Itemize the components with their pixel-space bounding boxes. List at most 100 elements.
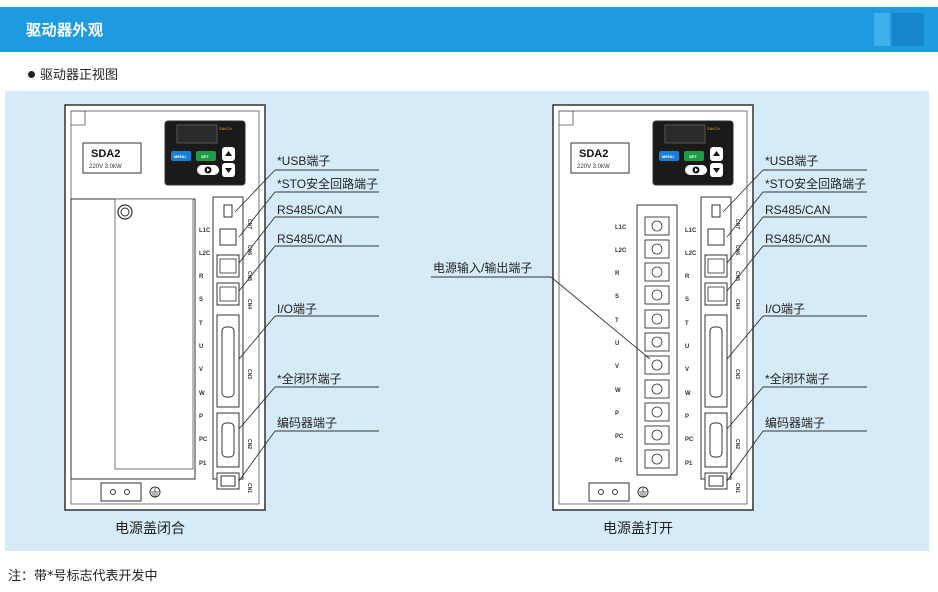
encoder-label: 编码器端子 <box>765 415 825 430</box>
down-arrow-icon <box>225 168 232 173</box>
svg-text:T: T <box>199 321 203 327</box>
svg-text:CN2: CN2 <box>246 439 252 449</box>
svg-text:U: U <box>685 344 689 350</box>
svg-text:CN1: CN1 <box>734 483 740 493</box>
drive-closed: SDA2 220V 3.0kW SAVCh MENU SET L1C <box>64 104 266 511</box>
svg-text:P: P <box>199 414 203 420</box>
svg-text:W: W <box>199 391 205 397</box>
svg-text:P1: P1 <box>685 461 693 467</box>
model-plate: SDA2 220V 3.0kW <box>82 142 142 174</box>
encoder-label: 编码器端子 <box>277 415 337 430</box>
svg-text:V: V <box>199 367 203 373</box>
drive-open: SDA2 220V 3.0kW SAVCh MENU SET <box>552 104 754 511</box>
power-io-label: 电源输入/输出端子 <box>433 260 532 275</box>
svg-text:CN2: CN2 <box>734 439 740 449</box>
svg-text:PC: PC <box>615 434 624 440</box>
set-key-label: SET <box>689 154 697 159</box>
ground-icon <box>637 486 649 498</box>
svg-text:CN3: CN3 <box>246 369 252 379</box>
svg-text:CN3: CN3 <box>734 369 740 379</box>
svg-text:S: S <box>199 297 203 303</box>
model-plate: SDA2 220V 3.0kW <box>570 142 630 174</box>
svg-text:R: R <box>685 274 690 280</box>
caption-closed: 电源盖闭合 <box>115 520 185 536</box>
full-closed-label: *全闭环端子 <box>765 371 830 386</box>
drive-illustration: SDA2 220V 3.0kW SAVCh MENU SET L1C <box>64 104 867 536</box>
svg-text:CN4: CN4 <box>246 299 252 309</box>
svg-text:CN4: CN4 <box>734 299 740 309</box>
play-icon <box>207 168 210 172</box>
subsection-title: 驱动器正视图 <box>40 68 119 83</box>
svg-text:U: U <box>199 344 203 350</box>
footnote: 注：带*号标志代表开发中 <box>8 569 158 584</box>
svg-text:CN5: CN5 <box>734 271 740 281</box>
down-arrow-icon <box>713 168 720 173</box>
right-callouts <box>722 169 867 482</box>
usb-label: *USB端子 <box>277 154 330 168</box>
subsection-heading: 驱动器正视图 <box>28 64 118 83</box>
svg-text:S: S <box>685 297 689 303</box>
play-icon <box>695 168 698 172</box>
svg-text:L1C: L1C <box>199 228 211 234</box>
sto-label: *STO安全回路端子 <box>277 176 378 191</box>
svg-text:L2C: L2C <box>199 251 211 257</box>
svg-text:V: V <box>615 364 619 370</box>
connector-column: CN7 CN6 CN5 CN4 CN3 CN2 CN1 <box>212 196 252 493</box>
set-key <box>684 151 704 161</box>
svg-text:L2C: L2C <box>615 248 627 254</box>
io-label: I/O端子 <box>277 302 317 316</box>
bullet-icon <box>28 71 35 78</box>
illustration-panel: SDA2 220V 3.0kW SAVCh MENU SET L1C <box>5 91 929 551</box>
svg-text:CN1: CN1 <box>246 483 252 493</box>
keypad-panel: SAVCh MENU SET <box>164 120 246 186</box>
full-closed-label: *全闭环端子 <box>277 371 342 386</box>
model-label: SDA2 <box>579 148 608 160</box>
connector-column: CN7 CN6 CN5 CN4 CN3 CN2 CN1 <box>700 196 740 493</box>
menu-key <box>659 151 679 161</box>
svg-text:P1: P1 <box>615 458 623 464</box>
svg-text:CN5: CN5 <box>246 271 252 281</box>
header-decoration <box>874 13 890 46</box>
keypad-panel: SAVCh MENU SET <box>652 120 734 186</box>
header-decoration-dark <box>892 13 924 46</box>
model-label: SDA2 <box>91 148 120 160</box>
up-arrow-icon <box>225 151 232 156</box>
svg-text:P: P <box>685 414 689 420</box>
svg-text:PC: PC <box>199 437 208 443</box>
brand-label: SAVCh <box>219 126 232 131</box>
brand-label: SAVCh <box>707 126 720 131</box>
section-header: 驱动器外观 <box>0 7 938 52</box>
sto-label: *STO安全回路端子 <box>765 176 866 191</box>
section-title: 驱动器外观 <box>26 21 104 39</box>
io-label: I/O端子 <box>765 302 805 316</box>
svg-text:PC: PC <box>685 437 694 443</box>
cover-screw-icon <box>117 204 133 220</box>
up-arrow-icon <box>713 151 720 156</box>
rs485-label-1: RS485/CAN <box>277 203 342 217</box>
svg-text:T: T <box>685 321 689 327</box>
left-callouts <box>234 169 379 482</box>
spec-label: 220V 3.0kW <box>89 164 122 170</box>
svg-text:L2C: L2C <box>685 251 697 257</box>
menu-key-label: MENU <box>662 154 674 159</box>
set-key <box>196 151 216 161</box>
svg-text:R: R <box>199 274 204 280</box>
menu-key-label: MENU <box>174 154 186 159</box>
usb-label: *USB端子 <box>765 154 818 168</box>
svg-text:T: T <box>615 318 619 324</box>
caption-open: 电源盖打开 <box>603 520 673 536</box>
svg-text:P1: P1 <box>199 461 207 467</box>
svg-text:L1C: L1C <box>615 225 627 231</box>
rs485-label-2: RS485/CAN <box>765 232 830 246</box>
spec-label: 220V 3.0kW <box>577 164 610 170</box>
svg-text:V: V <box>685 367 689 373</box>
svg-text:L1C: L1C <box>685 228 697 234</box>
svg-text:S: S <box>615 294 619 300</box>
rs485-label-1: RS485/CAN <box>765 203 830 217</box>
set-key-label: SET <box>201 154 209 159</box>
svg-text:U: U <box>615 341 619 347</box>
svg-text:R: R <box>615 271 620 277</box>
ground-icon <box>149 486 161 498</box>
svg-text:W: W <box>685 391 691 397</box>
rs485-label-2: RS485/CAN <box>277 232 342 246</box>
